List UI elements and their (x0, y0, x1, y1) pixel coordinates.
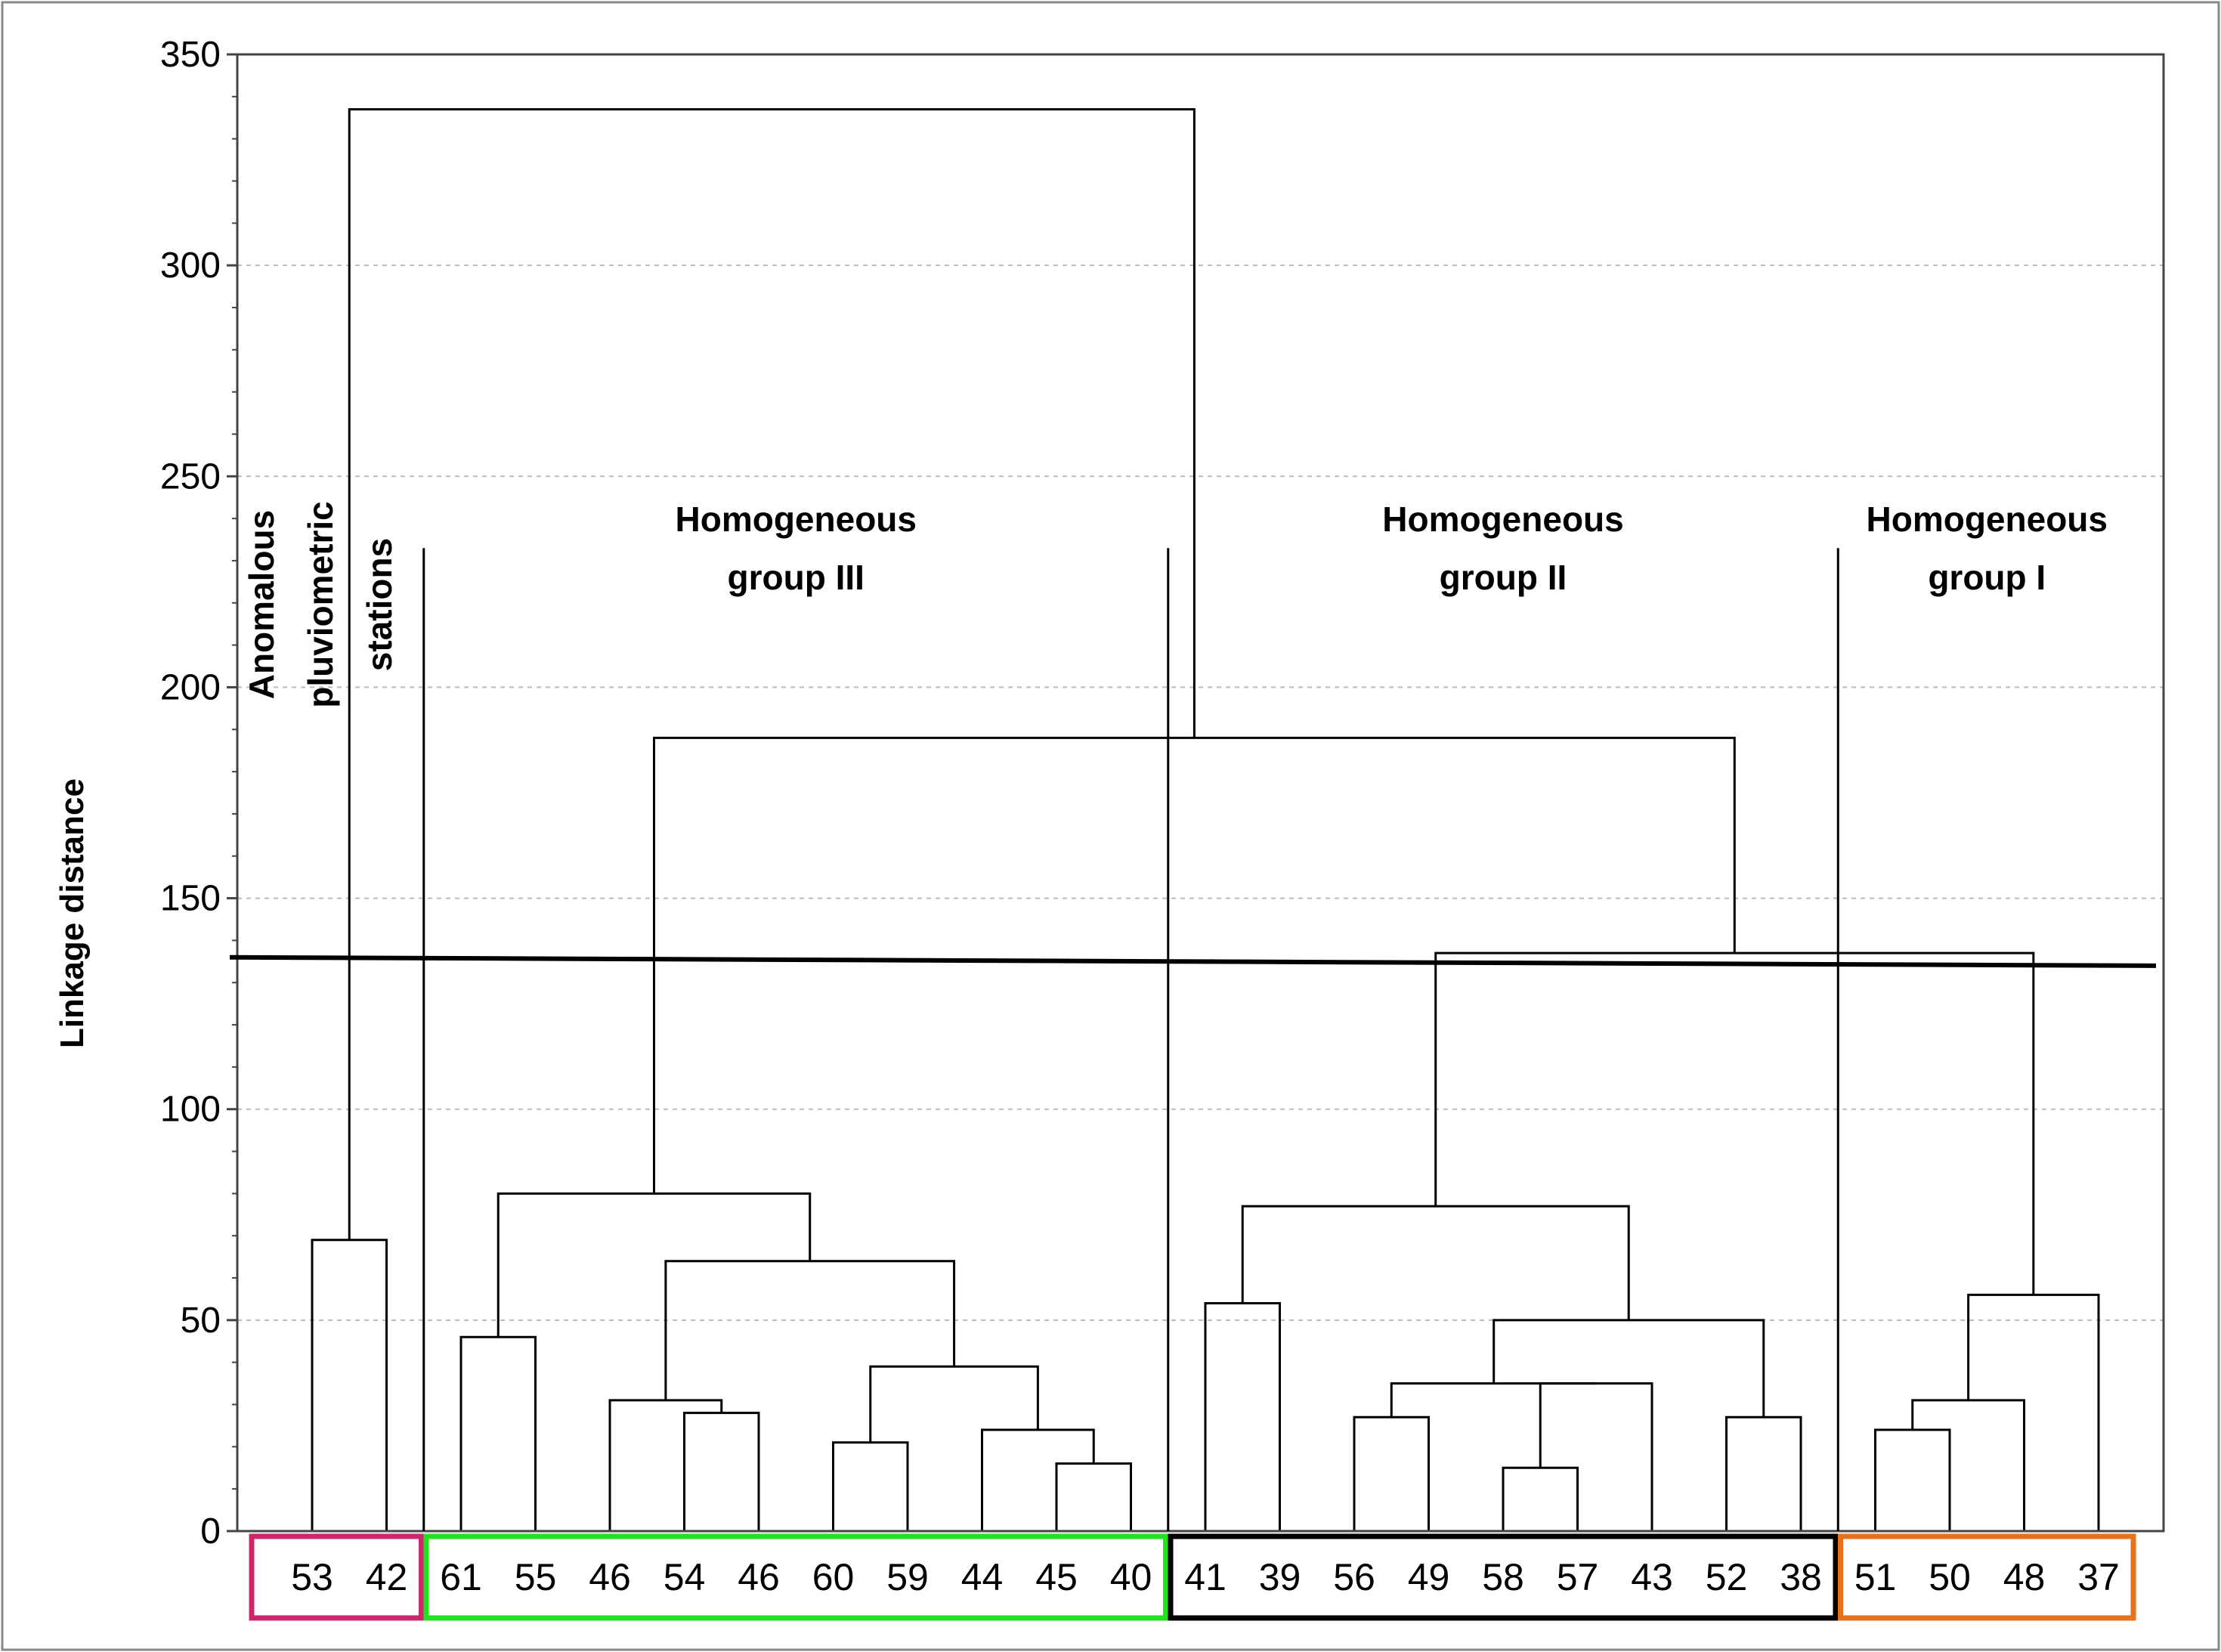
group-label-line: pluviometric (301, 501, 340, 708)
group-boxes (249, 1533, 2136, 1621)
group-label-line: group II (1440, 558, 1567, 597)
y-tick-label: 0 (200, 1511, 221, 1551)
y-tick-label: 50 (181, 1301, 221, 1341)
y-axis: 0 50 100 150 200 250 300 350 (160, 35, 237, 1551)
dendrogram-link (459, 1335, 537, 1531)
group-label-line: group I (1928, 558, 2046, 597)
group-label-line: Homogeneous (1867, 500, 2108, 539)
leaf-label: 44 (961, 1556, 1004, 1598)
leaf-label: 50 (1929, 1556, 1971, 1598)
leaf-label: 46 (738, 1556, 780, 1598)
leaf-label: 41 (1184, 1556, 1226, 1598)
leaf-label: 56 (1333, 1556, 1375, 1598)
dendrogram-link (664, 1260, 956, 1400)
leaf-label: 42 (366, 1556, 408, 1598)
y-tick-label: 250 (160, 456, 221, 497)
leaf-label: 58 (1482, 1556, 1524, 1598)
y-tick-label: 100 (160, 1090, 221, 1130)
y-tick-label: 200 (160, 667, 221, 707)
leaf-label: 40 (1110, 1556, 1152, 1598)
y-tick-label: 150 (160, 879, 221, 919)
leaf-label: 38 (1780, 1556, 1822, 1598)
group-label-line: Homogeneous (676, 500, 917, 539)
leaf-label: 61 (440, 1556, 482, 1598)
cut-line (229, 954, 2157, 968)
group-label-line: group III (728, 558, 865, 597)
leaf-label: 60 (812, 1556, 855, 1598)
leaf-label: 39 (1259, 1556, 1301, 1598)
leaf-label: 52 (1706, 1556, 1748, 1598)
dendrogram-link (1502, 1466, 1579, 1531)
dendrogram-links (311, 108, 2100, 1531)
dendrogram-link (652, 736, 1736, 1194)
group-box (1838, 1533, 2136, 1621)
dendrogram-link (869, 1365, 1039, 1443)
leaf-label: 46 (589, 1556, 631, 1598)
group-box (249, 1533, 424, 1621)
dendrogram-link (348, 108, 1196, 1240)
leaf-label: 45 (1035, 1556, 1078, 1598)
dendrogram-link (1493, 1319, 1765, 1418)
y-tick-label: 300 (160, 246, 221, 286)
leaf-label: 48 (2003, 1556, 2046, 1598)
y-axis-label: Linkage distance (54, 778, 91, 1048)
plot-area (236, 53, 2165, 1533)
dendrogram-link (1434, 951, 2035, 1295)
leaf-labels: 53 42 61 55 46 54 46 60 59 44 45 40 41 39 56 49 58 57 43 52… (291, 1556, 2120, 1598)
y-tick-label: 350 (160, 35, 221, 75)
group-label-line: Homogeneous (1382, 500, 1623, 539)
group-labels: Anomalous pluviometric stations Homogeneous… (242, 500, 2108, 708)
dendrogram-link (1204, 1302, 1281, 1531)
leaf-label: 55 (515, 1556, 557, 1598)
group-box (423, 1533, 1168, 1621)
group-box (1168, 1533, 1839, 1621)
group-label-line: Anomalous (242, 510, 281, 699)
leaf-label: 54 (664, 1556, 706, 1598)
leaf-label: 53 (291, 1556, 333, 1598)
leaf-label: 37 (2077, 1556, 2120, 1598)
dendrogram-link (1390, 1382, 1597, 1418)
group-separators (422, 548, 1839, 1531)
leaf-label: 49 (1408, 1556, 1450, 1598)
leaf-label: 57 (1557, 1556, 1599, 1598)
leaf-label: 43 (1631, 1556, 1673, 1598)
leaf-label: 59 (886, 1556, 929, 1598)
group-label-line: stations (360, 538, 399, 671)
gridlines (237, 265, 2164, 1321)
leaf-label: 51 (1854, 1556, 1897, 1598)
